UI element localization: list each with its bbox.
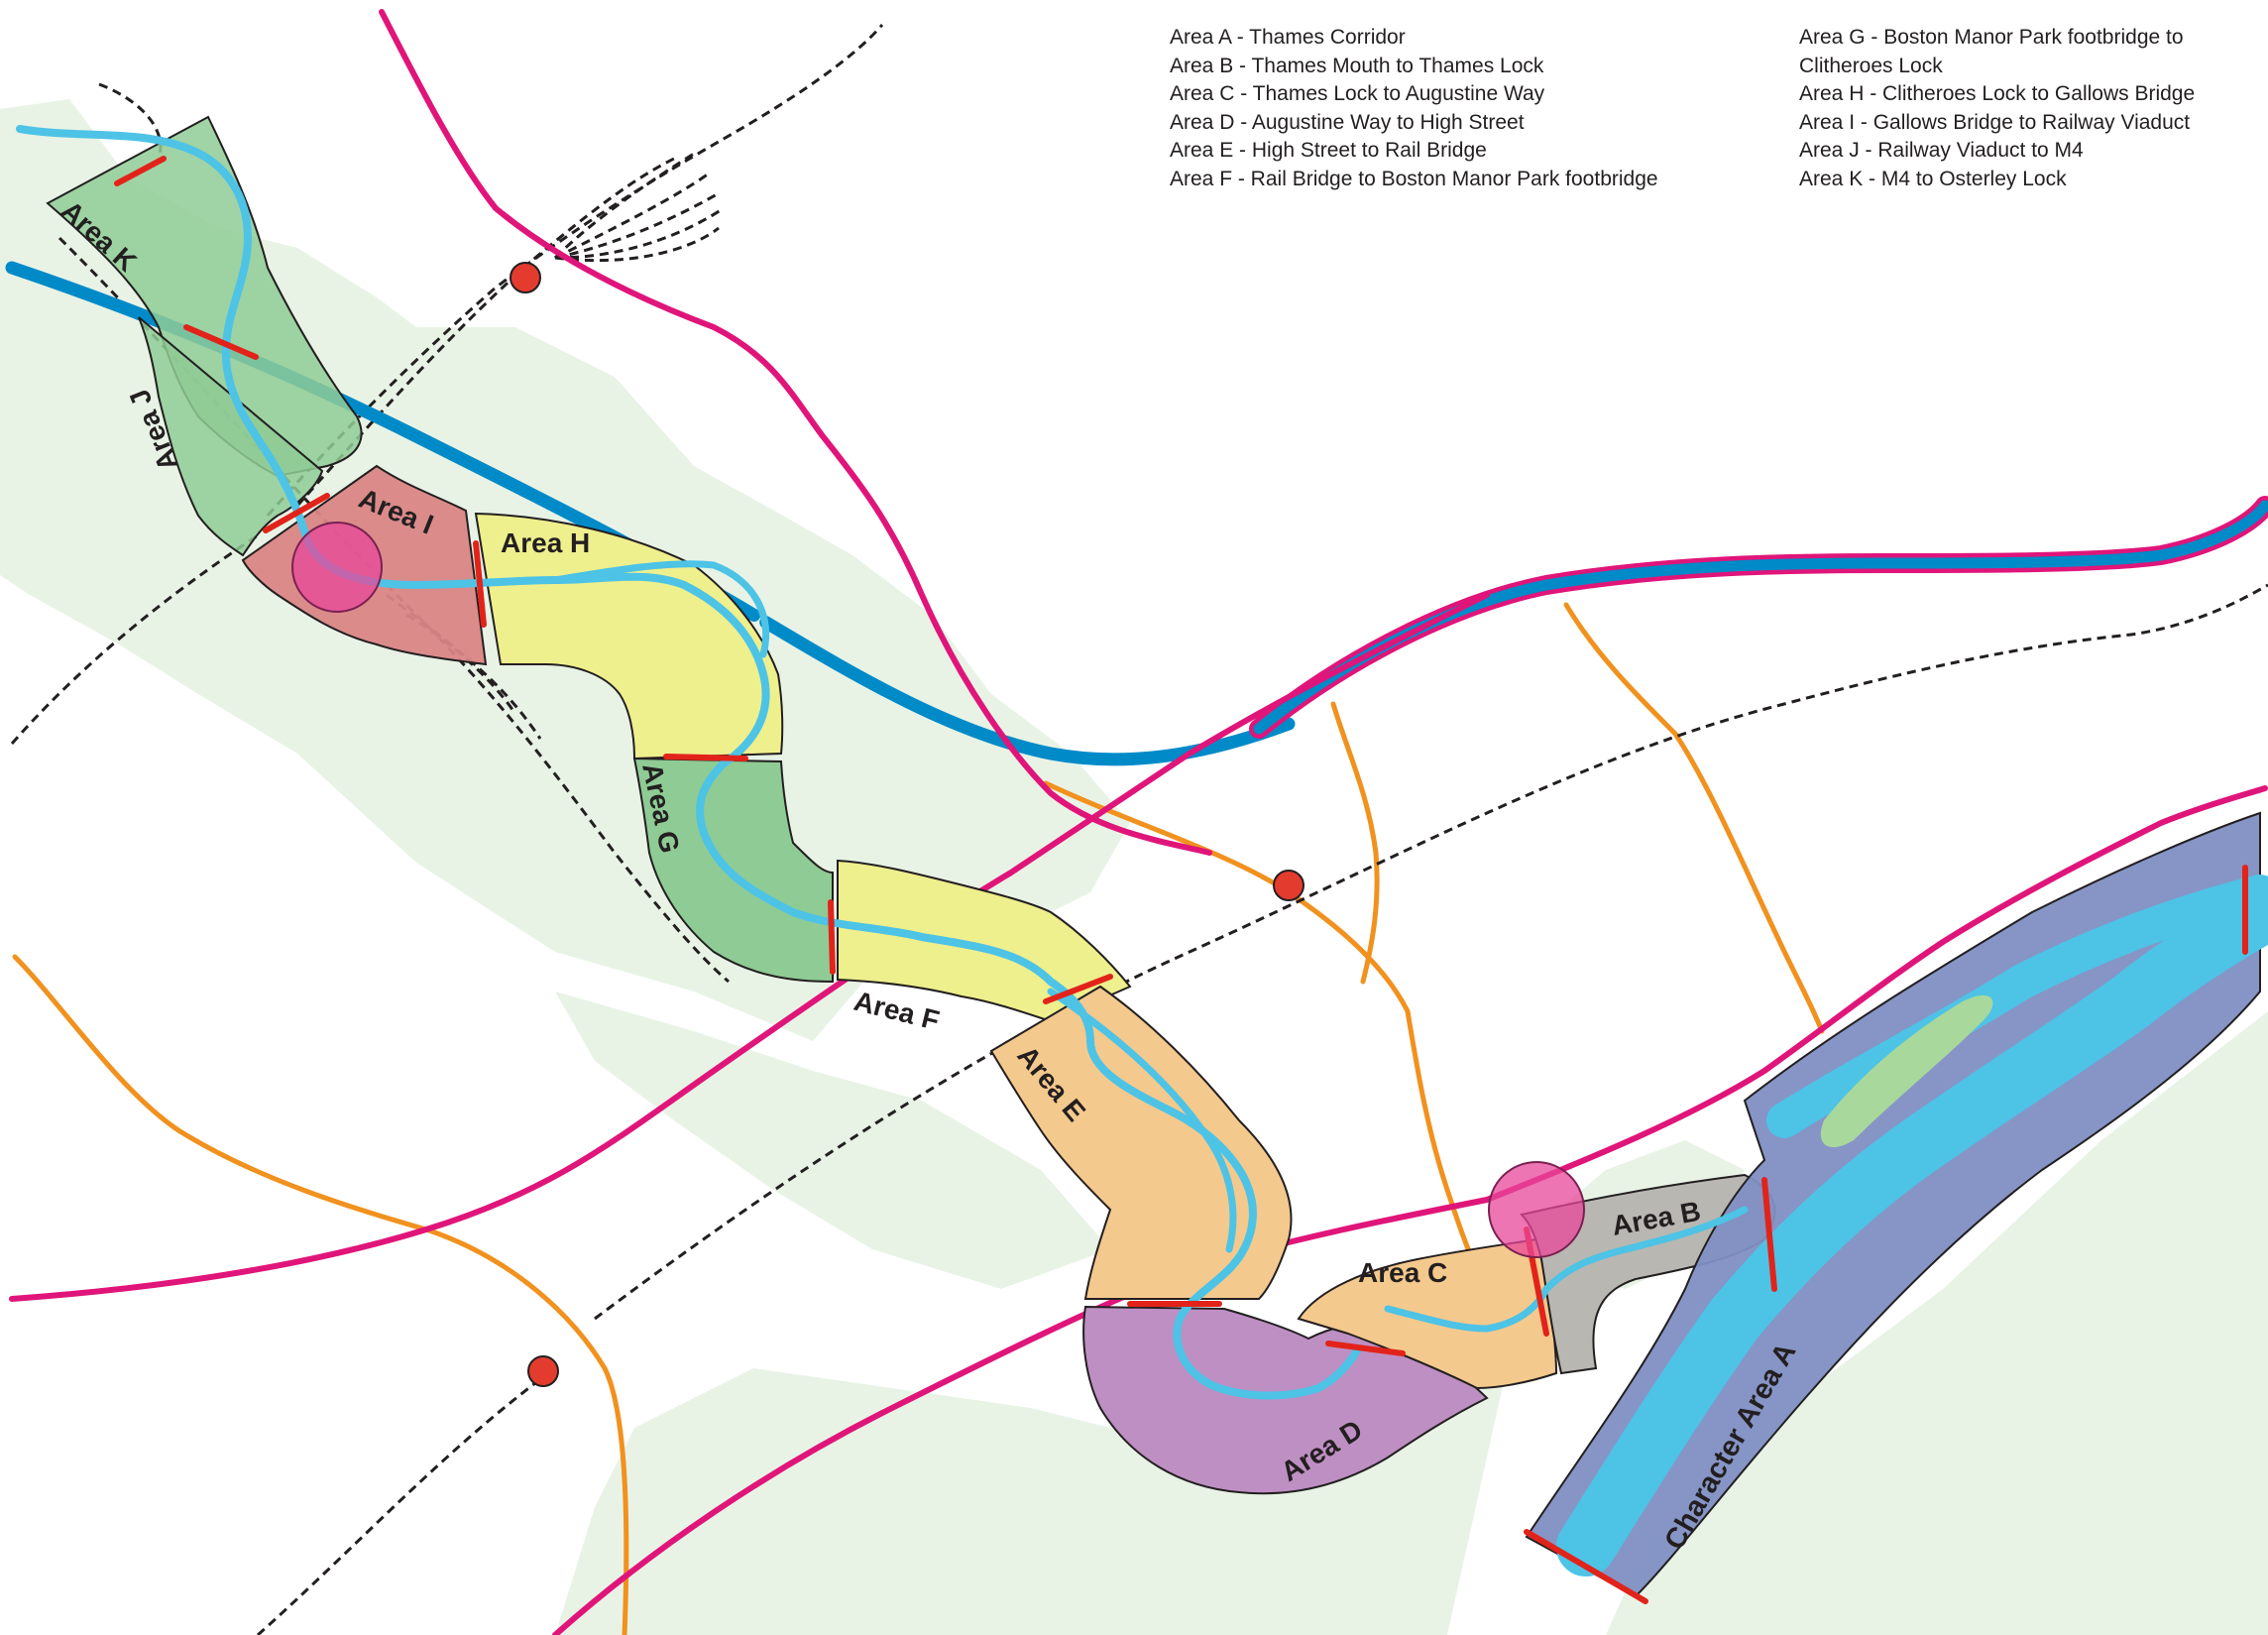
railway-main-east [594, 583, 2268, 1321]
legend-item: Area K - M4 to Osterley Lock [1799, 167, 2067, 190]
rivers [16, 125, 2268, 1577]
secondary-road-link [1330, 701, 1380, 985]
railway-diagonal [57, 236, 730, 984]
area-k-shape [46, 115, 363, 478]
legend-right-column: Area G - Boston Manor Park footbridge to… [1799, 24, 2195, 193]
boundary-clitheroes-lock [663, 754, 748, 761]
railway-branch-a [386, 593, 542, 740]
station-nodes [510, 262, 1304, 1387]
boundary-gallows-bridge [473, 540, 487, 628]
area-label-c: Area C [1358, 1257, 1447, 1288]
boundary-osterley-lock [114, 156, 167, 186]
legend-item: Area H - Clitheroes Lock to Gallows Brid… [1799, 82, 2196, 105]
boundary-thames-mouth [1761, 1177, 1777, 1292]
motorway-m4-east [1253, 500, 2268, 735]
river-brent-loop [551, 560, 770, 658]
river-thames-upper [1766, 875, 2268, 1138]
boundary-boston-manor [828, 899, 836, 975]
railway-north [266, 24, 884, 517]
boundary-rail-bridge [1043, 974, 1113, 1004]
focus-circles [291, 522, 1585, 1258]
secondary-road-central [1043, 780, 1480, 1272]
secondary-road-east [1563, 602, 1825, 1034]
railway-fan-2 [554, 172, 710, 260]
focus-circle-east [1488, 1161, 1585, 1258]
area-boundaries [114, 156, 2248, 1604]
legend-item: Area A - Thames Corridor [1170, 26, 1406, 49]
area-j-shape [138, 316, 324, 557]
legend-item: Area B - Thames Mouth to Thames Lock [1170, 54, 1544, 77]
thames-island [1820, 994, 1993, 1148]
legend-item: Area J - Railway Viaduct to M4 [1799, 139, 2084, 162]
railway-west [10, 533, 259, 745]
railway-fan-4 [554, 206, 725, 260]
legend-item: Area D - Augustine Way to High Street [1170, 110, 1525, 134]
boundary-thames-south [1524, 1529, 1648, 1604]
legend-item: Clitheroes Lock [1799, 54, 1943, 77]
legend-item: Area G - Boston Manor Park footbridge to [1799, 26, 2184, 49]
railway-fan-5 [554, 226, 720, 263]
secondary-road-west [12, 954, 629, 1635]
station-node-north [510, 262, 541, 293]
area-label-h: Area H [501, 527, 590, 558]
area-e-shape [989, 985, 1293, 1300]
legend-item: Area C - Thames Lock to Augustine Way [1170, 82, 1545, 105]
river-brent [16, 125, 1362, 1400]
motorway-m4-east-outline [1249, 496, 2268, 739]
railway-southwest [257, 1366, 556, 1635]
focus-circle-west [291, 522, 383, 613]
main-road-south-west [9, 592, 1490, 1302]
legend-item: Area F - Rail Bridge to Boston Manor Par… [1170, 167, 1658, 190]
legend-left-column: Area A - Thames Corridor Area B - Thames… [1170, 24, 1658, 193]
area-h-shape [474, 512, 784, 760]
station-node-central [1273, 870, 1304, 901]
boundary-m4 [183, 324, 259, 360]
river-thames [1556, 882, 2268, 1577]
boundary-railway-viaduct [263, 493, 330, 533]
river-area-c [1384, 1206, 1749, 1333]
green-space-southeast [1606, 1011, 2268, 1635]
railway-fan-1 [553, 152, 695, 260]
green-space-centre [555, 992, 1110, 1289]
river-tributary-e [1047, 988, 1237, 1253]
legend-item: Area I - Gallows Bridge to Railway Viadu… [1799, 110, 2191, 134]
station-node-south [527, 1355, 559, 1387]
legend-item: Area E - High Street to Rail Bridge [1170, 139, 1487, 162]
area-label-f: Area F [851, 986, 943, 1036]
boundary-augustine-way [1325, 1341, 1406, 1356]
main-road-north [379, 9, 1212, 856]
